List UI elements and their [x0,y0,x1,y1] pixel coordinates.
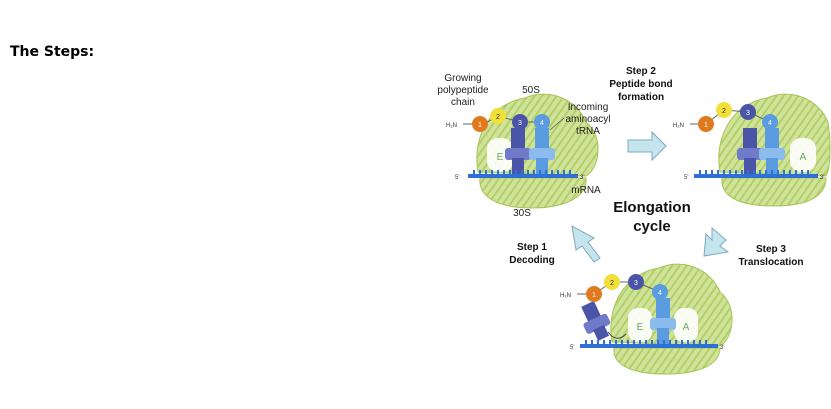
bead-number: 4 [768,120,772,127]
e-site-label: E [637,322,644,333]
amino-acid-bead-4 [652,284,668,300]
a-site-pocket [790,138,816,172]
bead-number: 1 [478,122,482,129]
a-site-label: A [800,152,807,163]
bead-number: 1 [704,122,708,129]
n-terminus-label: H₂N [560,293,571,299]
cycle-title-line2: cycle [633,218,671,235]
ribosome-before-peptide-bond: E 5' 3' H₂N [437,73,610,219]
mrna-five-prime: 5' [684,175,688,181]
ribosome-after-peptide-bond: A 5' 3' H₂N [673,93,831,207]
amino-acid-bead-3 [628,274,644,290]
step3-title: Step 3 [756,244,786,255]
amino-acid-bead-2 [490,108,506,124]
bead-number: 2 [610,280,614,287]
a-site-label: A [683,322,690,333]
n-terminus-label: H₂N [673,123,684,129]
mrna-strand [694,174,818,178]
bead-number: 3 [746,110,750,117]
amino-acid-bead-1 [698,116,714,132]
leader-line-trna [549,117,565,131]
bead-number: 4 [658,290,662,297]
step3-name: Translocation [738,257,803,268]
trna-p-site [505,128,531,176]
mrna-five-prime: 5' [455,175,459,181]
bead-number: 3 [518,120,522,127]
small-subunit-shape [479,177,587,209]
step1-title: Step 1 [517,242,547,253]
label-50s: 50S [522,85,540,96]
small-subunit-shape [721,177,827,207]
mrna-codon-ticks [473,170,571,174]
trna-p-site [650,298,676,346]
label-aminoacyl: aminoacyl [565,114,610,125]
amino-acid-bead-3 [512,114,528,130]
label-trna: tRNA [576,126,600,137]
step1-name: Decoding [509,255,555,266]
label-chain: chain [451,97,475,108]
amino-acid-bead-3 [740,104,756,120]
page-heading: The Steps: [10,44,95,60]
ribosome-after-translocation: E A 5' 3' [560,263,733,375]
step2-title: Step 2 [626,66,656,77]
mrna-three-prime: 3' [720,345,724,351]
mrna-codon-ticks [585,340,707,344]
label-incoming: Incoming [568,102,609,113]
bead-number: 2 [722,108,726,115]
ejected-trna [581,300,611,341]
amino-acid-bead-1 [472,116,488,132]
mrna-five-prime: 5' [570,345,574,351]
bead-number: 1 [592,292,596,299]
arrow-step1 [571,225,601,263]
amino-acid-bead-2 [716,102,732,118]
amino-acid-bead-2 [604,274,620,290]
bead-number: 2 [496,114,500,121]
arrow-step3 [703,226,730,257]
small-subunit-shape [613,347,721,375]
bead-number: 3 [634,280,638,287]
mrna-three-prime: 3' [580,175,584,181]
e-site-label: E [497,152,504,163]
amino-acid-bead-4 [762,114,778,130]
bead-number: 4 [540,120,544,127]
n-terminus-label: H₂N [446,123,457,129]
amino-acid-bead-4 [534,114,550,130]
trna-a-site [759,128,785,176]
label-polypeptide: polypeptide [437,85,489,96]
ejection-curve [607,331,627,339]
mrna-strand [580,344,718,348]
e-site-pocket [628,308,652,342]
label-30s: 30S [513,208,531,219]
step2-name-line2: formation [618,92,664,103]
arrow-step2 [627,130,667,162]
e-site-pocket [487,138,513,172]
mrna-codon-ticks [699,170,809,174]
label-mrna: mRNA [571,185,601,196]
trna-a-site [529,128,555,176]
label-growing: Growing [444,73,481,84]
step2-name-line1: Peptide bond [609,79,672,90]
a-site-pocket [674,308,698,342]
mrna-strand [468,174,578,178]
cycle-title-line1: Elongation [613,199,691,216]
mrna-three-prime: 3' [820,175,824,181]
amino-acid-bead-1 [586,286,602,302]
